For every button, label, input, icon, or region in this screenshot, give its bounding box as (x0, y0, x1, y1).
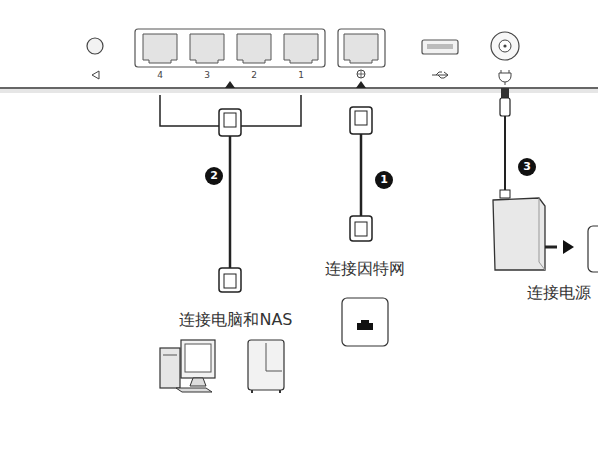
rj45-plug (355, 222, 367, 236)
caption-label: 连接电脑和NAS (179, 310, 292, 329)
nas-box (248, 340, 284, 390)
lan-port (190, 34, 224, 63)
reset-button (87, 38, 103, 54)
caption-label: 连接因特网 (325, 259, 405, 278)
wan-frame (338, 29, 385, 67)
rj45-plug (350, 107, 372, 134)
callout-number: 3 (523, 160, 531, 173)
callout-circle (518, 158, 536, 176)
plug-symbol (499, 70, 511, 85)
lan-frame (135, 29, 325, 67)
power-jack (491, 32, 519, 60)
rj45-plug (355, 111, 367, 125)
rj45-plug (219, 268, 241, 292)
nas-box (266, 343, 282, 371)
callout-circle (375, 171, 393, 189)
adapter-prong (545, 246, 557, 249)
pointer-triangle (356, 81, 366, 88)
keyboard (176, 388, 212, 392)
nas-foot (251, 390, 253, 393)
nas-foot (279, 390, 281, 393)
globe-symbol (357, 70, 365, 78)
callout-number: 1 (380, 173, 388, 186)
pc-tower (160, 348, 180, 388)
power-jack (503, 44, 506, 47)
monitor-screen (185, 344, 211, 372)
usb-port (422, 40, 458, 54)
rj45-plug (224, 113, 236, 127)
lan-port (284, 34, 318, 63)
lan-port (143, 34, 318, 63)
dc-plug (500, 98, 510, 116)
lan-port (143, 34, 177, 63)
rj45-plug (219, 109, 241, 136)
wall-socket (342, 298, 388, 346)
callout-number: 2 (210, 169, 218, 182)
socket-jack (357, 320, 373, 330)
monitor-stand (190, 378, 206, 386)
reset-symbol (92, 71, 99, 79)
callout-circle (205, 167, 223, 185)
power-adapter (493, 198, 545, 270)
power-jack (499, 40, 511, 52)
usb-symbol (432, 72, 448, 78)
globe-symbol (357, 70, 365, 78)
cable (504, 116, 506, 196)
port-number: 1 (298, 70, 304, 81)
rj45-plug (224, 274, 236, 288)
power-adapter (539, 198, 545, 270)
lan-port (237, 34, 271, 63)
arrow-head (563, 240, 574, 254)
port-number: 2 (251, 70, 257, 81)
port-number: 4 (157, 70, 163, 81)
monitor (181, 340, 215, 378)
router-body (0, 0, 598, 88)
pointer-triangle (225, 81, 235, 88)
cable (229, 136, 232, 268)
cable (360, 134, 363, 216)
cable-sleeve (500, 190, 510, 198)
wan-port (344, 34, 378, 63)
wall-outlet (588, 226, 598, 272)
port-number: 3 (204, 70, 210, 81)
caption-label: 连接电源 (527, 283, 591, 302)
pc-tower (163, 355, 177, 356)
usb-port (427, 44, 453, 49)
rj45-plug (350, 216, 372, 241)
dc-plug (501, 88, 509, 98)
